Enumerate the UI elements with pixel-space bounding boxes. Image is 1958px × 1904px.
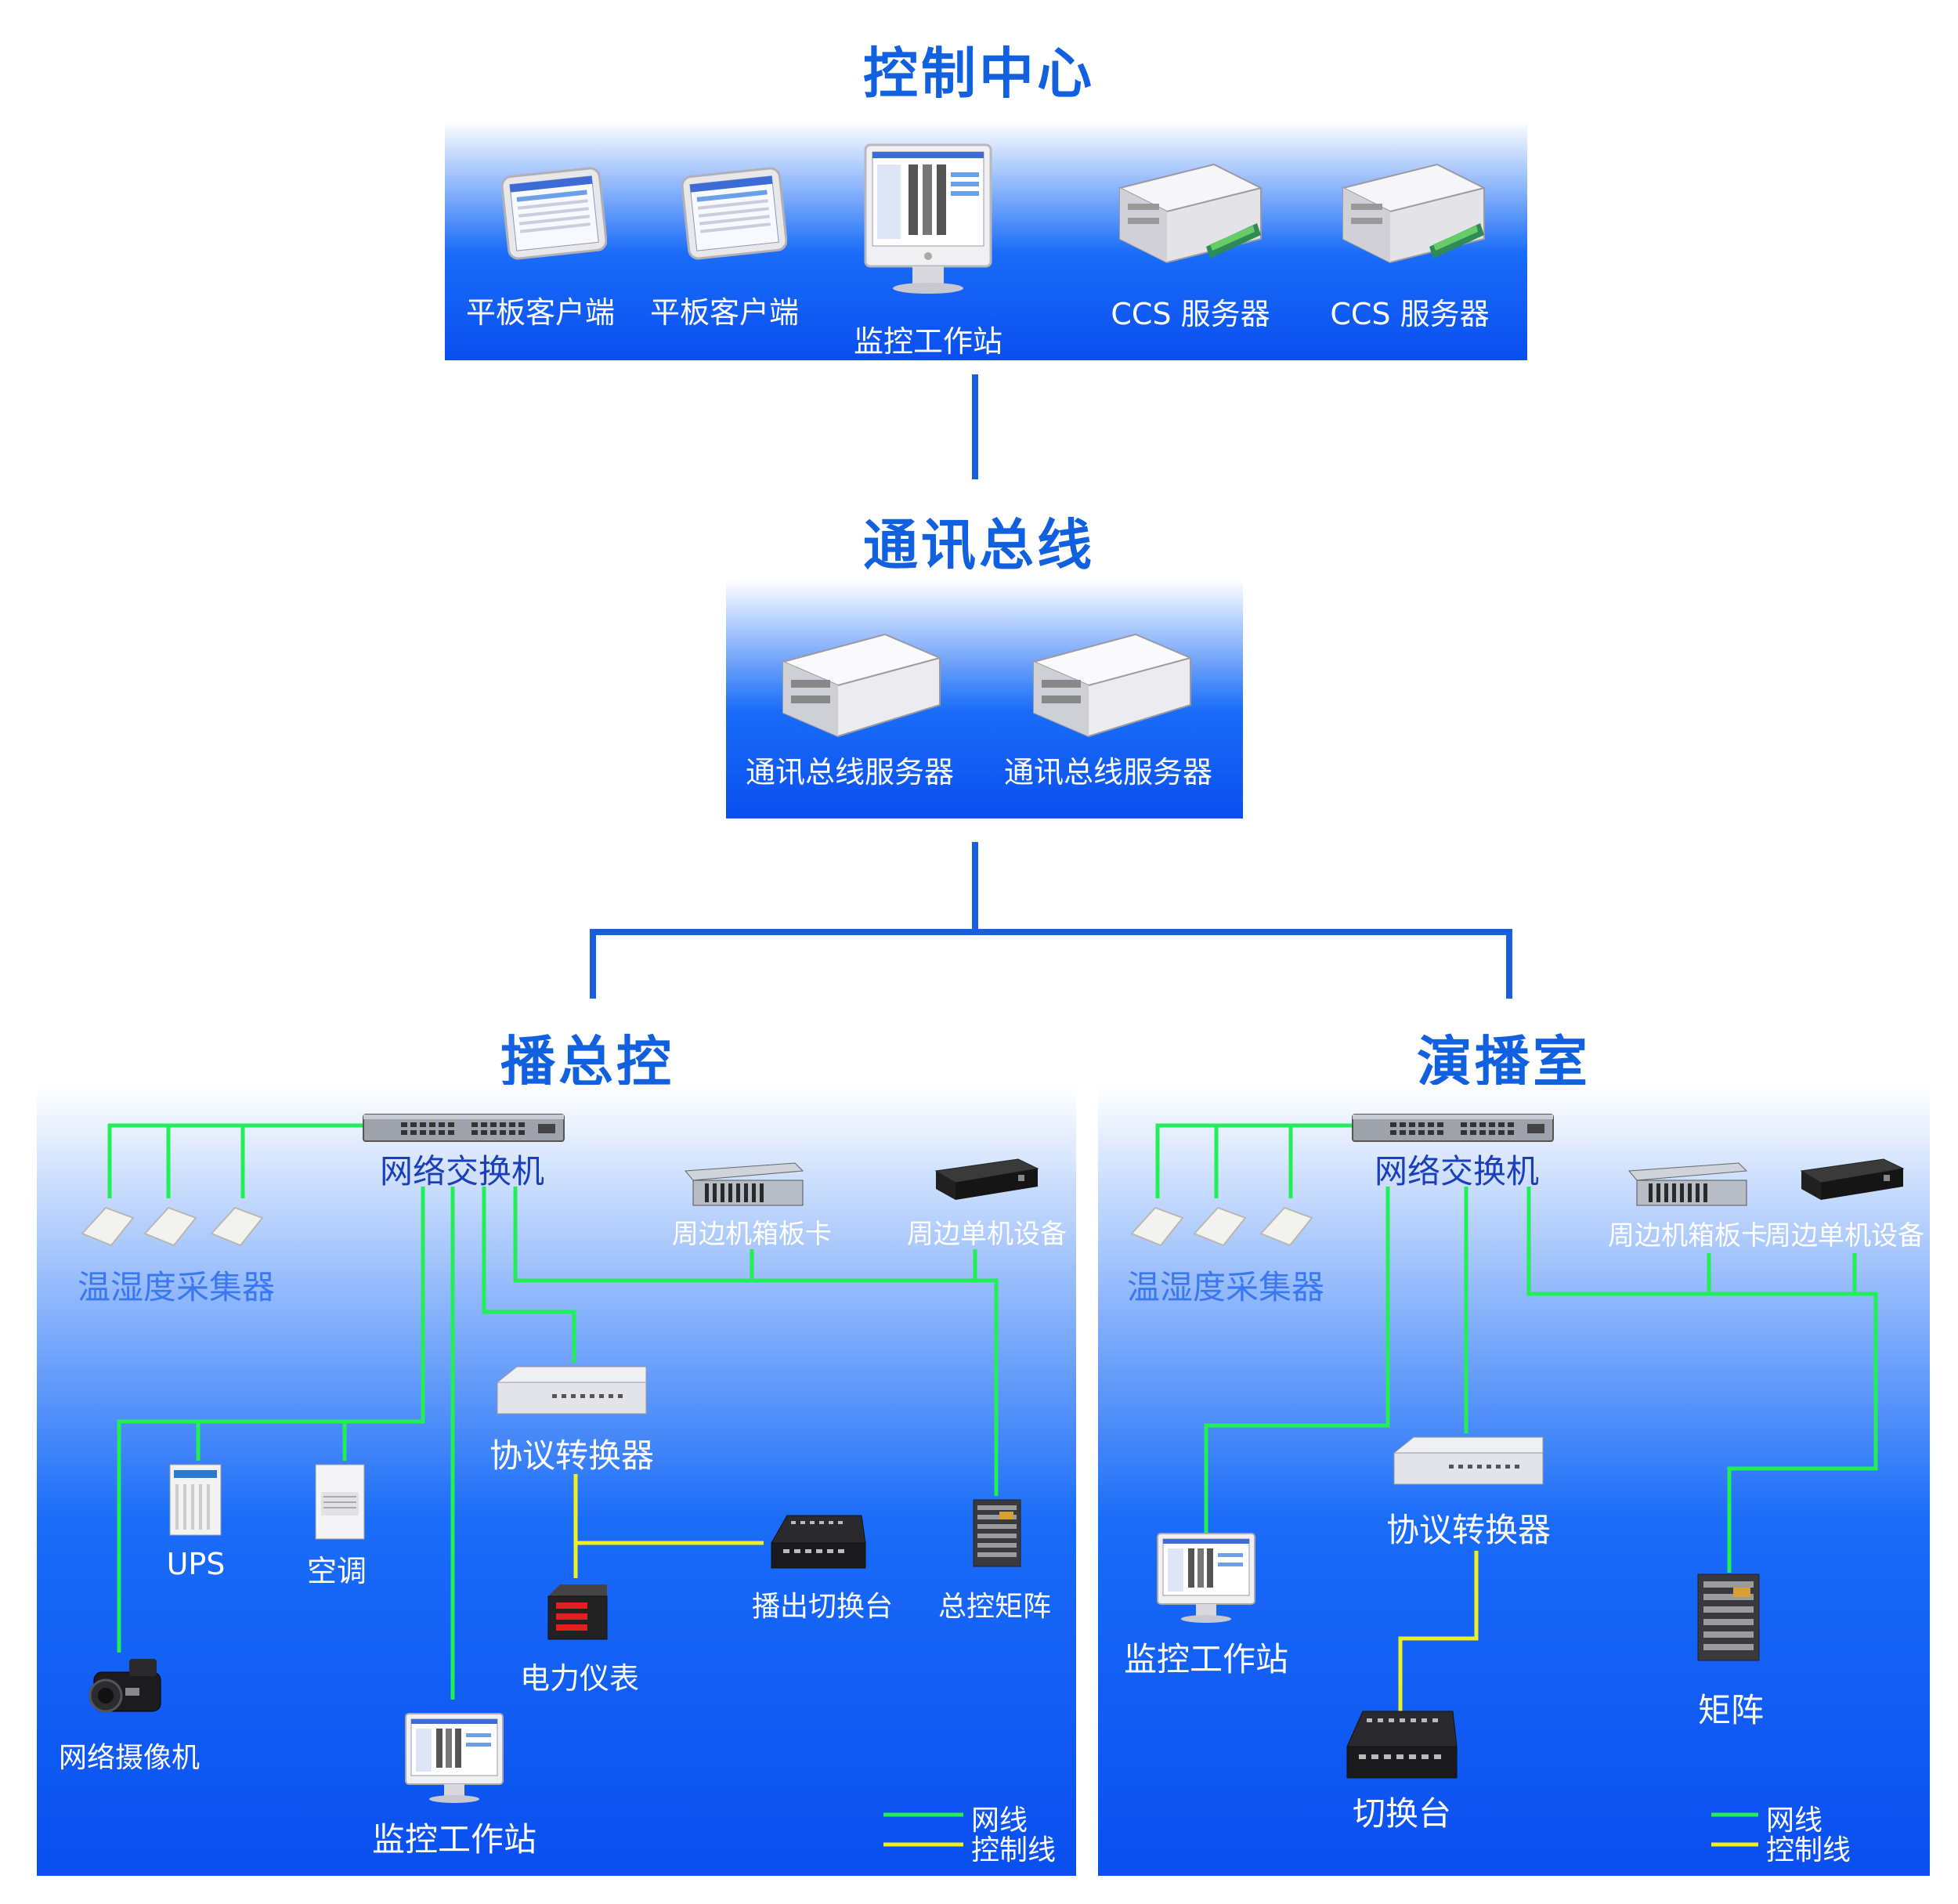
- broadcast-control-title: 播总控: [500, 1030, 674, 1094]
- ups-icon: [169, 1464, 222, 1536]
- standalone-device-icon: [934, 1158, 1039, 1200]
- legend-network-line: 网线: [971, 1805, 1028, 1837]
- bus-server-label: 通讯总线服务器: [745, 755, 954, 789]
- chassis-card-icon: [684, 1162, 804, 1206]
- matrix-label: 矩阵: [1697, 1691, 1764, 1729]
- ups-label: UPS: [166, 1547, 226, 1581]
- ccs-server-icon: [1341, 163, 1487, 264]
- workstation-monitor-icon: [405, 1713, 504, 1803]
- workstation-monitor-icon: [1157, 1533, 1255, 1623]
- ccs-server-label: CCS 服务器: [1111, 297, 1270, 331]
- tablet-client-icon: [681, 167, 787, 260]
- power-meter-label: 电力仪表: [519, 1661, 639, 1696]
- standalone-device-label: 周边单机设备: [907, 1219, 1067, 1250]
- studio-title: 演播室: [1417, 1030, 1591, 1094]
- air-conditioner-label: 空调: [306, 1554, 367, 1588]
- bus-server-icon: [780, 633, 943, 738]
- bus-server-label: 通讯总线服务器: [1003, 755, 1212, 789]
- network-switch-icon: [1352, 1114, 1554, 1142]
- workstation-monitor-icon: [864, 143, 992, 294]
- network-switch-label: 网络交换机: [379, 1152, 544, 1190]
- network-switch-label: 网络交换机: [1374, 1152, 1539, 1190]
- standalone-device-icon: [1800, 1158, 1905, 1200]
- playout-switcher-label: 播出切换台: [751, 1591, 893, 1623]
- chassis-card-label: 周边机箱板卡: [1608, 1220, 1768, 1252]
- chassis-card-icon: [1627, 1162, 1748, 1206]
- humidity-sensor-label: 温湿度采集器: [77, 1268, 275, 1306]
- legend-control-line: 控制线: [971, 1834, 1057, 1866]
- humidity-sensor-icon: [1130, 1206, 1313, 1247]
- protocol-converter-label: 协议转换器: [489, 1436, 654, 1475]
- master-matrix-label: 总控矩阵: [937, 1591, 1051, 1623]
- master-matrix-icon: [973, 1499, 1021, 1567]
- protocol-converter-label: 协议转换器: [1385, 1511, 1551, 1549]
- ccs-server-label: CCS 服务器: [1330, 297, 1490, 331]
- comm-bus-title: 通讯总线: [863, 513, 1095, 577]
- playout-switcher-icon: [771, 1515, 866, 1569]
- legend-control-line: 控制线: [1766, 1834, 1851, 1866]
- standalone-device-label: 周边单机设备: [1765, 1220, 1924, 1252]
- power-meter-icon: [547, 1584, 608, 1640]
- matrix-icon: [1697, 1573, 1760, 1661]
- switcher-icon: [1346, 1711, 1458, 1779]
- tablet-client-label: 平板客户端: [649, 295, 799, 330]
- network-camera-label: 网络摄像机: [58, 1742, 200, 1774]
- legend-network-line: 网线: [1766, 1805, 1823, 1837]
- tablet-client-icon: [501, 167, 607, 260]
- ccs-server-icon: [1118, 163, 1263, 264]
- network-camera-icon: [89, 1659, 161, 1713]
- switcher-label: 切换台: [1352, 1794, 1451, 1833]
- control-center-title: 控制中心: [863, 42, 1095, 106]
- air-conditioner-icon: [315, 1464, 365, 1540]
- workstation-label: 监控工作站: [853, 324, 1002, 359]
- protocol-converter-icon: [1393, 1436, 1544, 1485]
- workstation-label: 监控工作站: [371, 1820, 536, 1859]
- humidity-sensor-label: 温湿度采集器: [1126, 1268, 1324, 1306]
- tablet-client-label: 平板客户端: [465, 295, 615, 330]
- workstation-label: 监控工作站: [1123, 1640, 1288, 1678]
- network-switch-icon: [363, 1114, 565, 1142]
- bus-server-icon: [1031, 633, 1194, 738]
- protocol-converter-icon: [496, 1366, 647, 1414]
- humidity-sensor-icon: [81, 1206, 264, 1247]
- chassis-card-label: 周边机箱板卡: [672, 1219, 832, 1250]
